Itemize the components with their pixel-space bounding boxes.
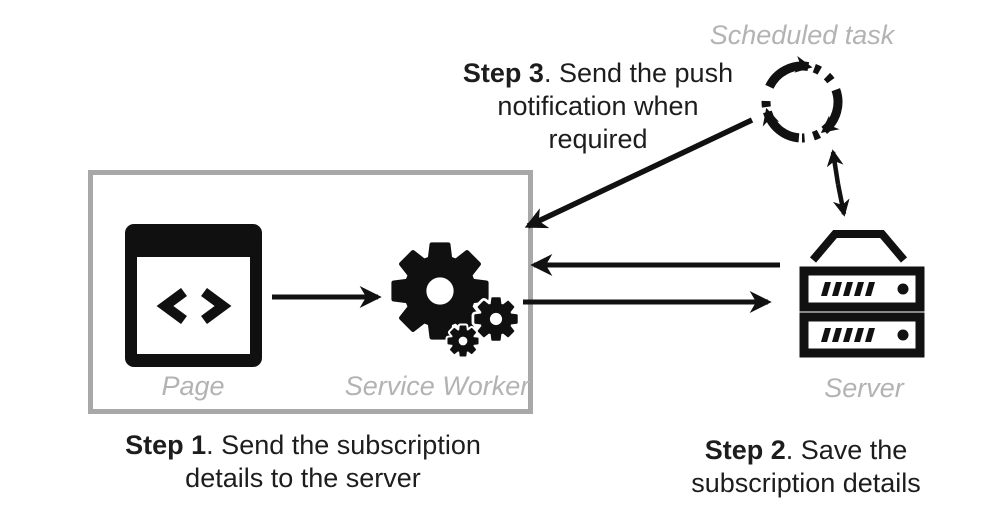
server-top-handle xyxy=(809,230,908,263)
refresh-dashes-3 xyxy=(761,90,772,108)
small-gear xyxy=(447,325,479,357)
refresh-arc-top xyxy=(765,56,813,89)
service-worker-label: Service Worker xyxy=(344,371,530,401)
medium-gear xyxy=(474,297,518,341)
step2-label: Step 2 xyxy=(704,435,786,465)
step1-line1: Step 1. Send the subscription xyxy=(125,429,481,462)
server-label: Server xyxy=(824,373,904,403)
server-led-2 xyxy=(897,329,909,341)
step3-line1: Step 3. Send the push xyxy=(463,57,733,90)
step1-text: . Send the subscription xyxy=(206,430,481,460)
step3-line3: required xyxy=(548,124,648,154)
scheduled-task-refresh-icon xyxy=(761,56,843,143)
page-label: Page xyxy=(161,371,225,401)
service-worker-boundary-box xyxy=(88,170,533,414)
page-browser-content xyxy=(137,257,250,354)
step1-line2: details to the server xyxy=(185,463,421,493)
step1-caption: Step 1. Send the subscription details to… xyxy=(125,429,481,495)
server-rack-icon xyxy=(799,230,925,358)
server-rack-unit-1 xyxy=(799,266,925,312)
step3-line2: notification when xyxy=(497,91,699,121)
arrow-server-scheduled-task-double xyxy=(826,149,850,217)
step2-line1: Step 2. Save the xyxy=(691,434,921,467)
step2-text: . Save the xyxy=(785,435,908,465)
service-worker-gears-icon xyxy=(378,232,528,367)
server-led-1 xyxy=(897,283,909,295)
page-browser-icon xyxy=(125,224,262,367)
step3-caption: Step 3. Send the push notification when … xyxy=(463,57,733,156)
step3-label: Step 3 xyxy=(462,58,544,88)
refresh-arc-left xyxy=(762,107,800,143)
step2-caption: Step 2. Save the subscription details xyxy=(691,434,921,500)
refresh-arc-right xyxy=(820,88,843,134)
code-brackets-icon xyxy=(156,287,231,324)
scheduled-task-label: Scheduled task xyxy=(709,20,895,50)
refresh-dashes-1 xyxy=(812,63,836,85)
step1-label: Step 1 xyxy=(125,430,207,460)
step3-text: . Send the push xyxy=(543,58,734,88)
refresh-dashes-2 xyxy=(801,129,822,143)
server-rack-unit-2 xyxy=(799,312,925,358)
step2-line2: subscription details xyxy=(691,468,921,498)
